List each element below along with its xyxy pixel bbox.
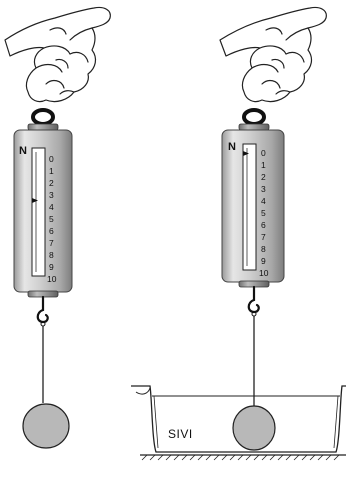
- container-inner-left: [153, 395, 159, 449]
- ground-hatch: [141, 454, 340, 461]
- left-top-cap: [27, 123, 59, 131]
- right-tick-label: 8: [261, 244, 266, 254]
- right-tick-label: 7: [261, 232, 266, 242]
- left-hanging-ring: [31, 108, 55, 126]
- left-tick-label: 4: [49, 202, 54, 212]
- left-tick-label: 5: [49, 214, 54, 224]
- right-tick-label: 3: [261, 184, 266, 194]
- left-tick-label: 2: [49, 178, 54, 188]
- left-tick-label: 8: [49, 250, 54, 260]
- left-tick-label: 7: [49, 238, 54, 248]
- container-inner-wall: [135, 387, 151, 395]
- right-hook-icon: [247, 285, 260, 314]
- left-ball: [22, 403, 70, 449]
- right-setup: N 0 1 2 3 4 5 6 7 8 9 10: [131, 6, 346, 461]
- left-tick-label: 3: [49, 190, 54, 200]
- left-scale-window: [31, 147, 46, 277]
- right-tick-label: 2: [261, 172, 266, 182]
- right-tick-label: 10: [259, 268, 269, 278]
- left-tick-labels: 0 1 2 3 4 5 6 7 8 9 10: [47, 154, 57, 284]
- left-tick-label: 0: [49, 154, 54, 164]
- container-outer-wall: [131, 385, 346, 453]
- right-tick-label: 4: [261, 196, 266, 206]
- liquid-label: SIVI: [168, 427, 193, 441]
- liquid-container: [131, 385, 346, 461]
- right-tick-label: 9: [261, 256, 266, 266]
- right-tick-label: 1: [261, 160, 266, 170]
- left-setup: N 0 1 2 3 4 5 6 7 8 9 10: [4, 6, 111, 449]
- right-tick-label: 0: [261, 148, 266, 158]
- right-unit-label: N: [228, 141, 236, 153]
- right-ball: [232, 405, 276, 451]
- left-pointer-icon: [32, 198, 38, 203]
- right-hanging-ring: [242, 108, 266, 126]
- left-tick-label: 10: [47, 274, 57, 284]
- left-unit-label: N: [19, 145, 27, 157]
- right-top-cap: [238, 123, 270, 131]
- container-inner-right: [333, 395, 339, 449]
- left-hand-icon: [4, 6, 111, 103]
- left-tick-label: 9: [49, 262, 54, 272]
- right-hand-icon: [219, 6, 327, 103]
- left-hook-icon: [36, 295, 49, 324]
- right-scale-window: [242, 143, 257, 271]
- right-tick-label: 6: [261, 220, 266, 230]
- right-tick-labels: 0 1 2 3 4 5 6 7 8 9 10: [259, 148, 269, 278]
- right-pointer-icon: [243, 151, 249, 156]
- left-tick-label: 1: [49, 166, 54, 176]
- right-tick-label: 5: [261, 208, 266, 218]
- left-tick-label: 6: [49, 226, 54, 236]
